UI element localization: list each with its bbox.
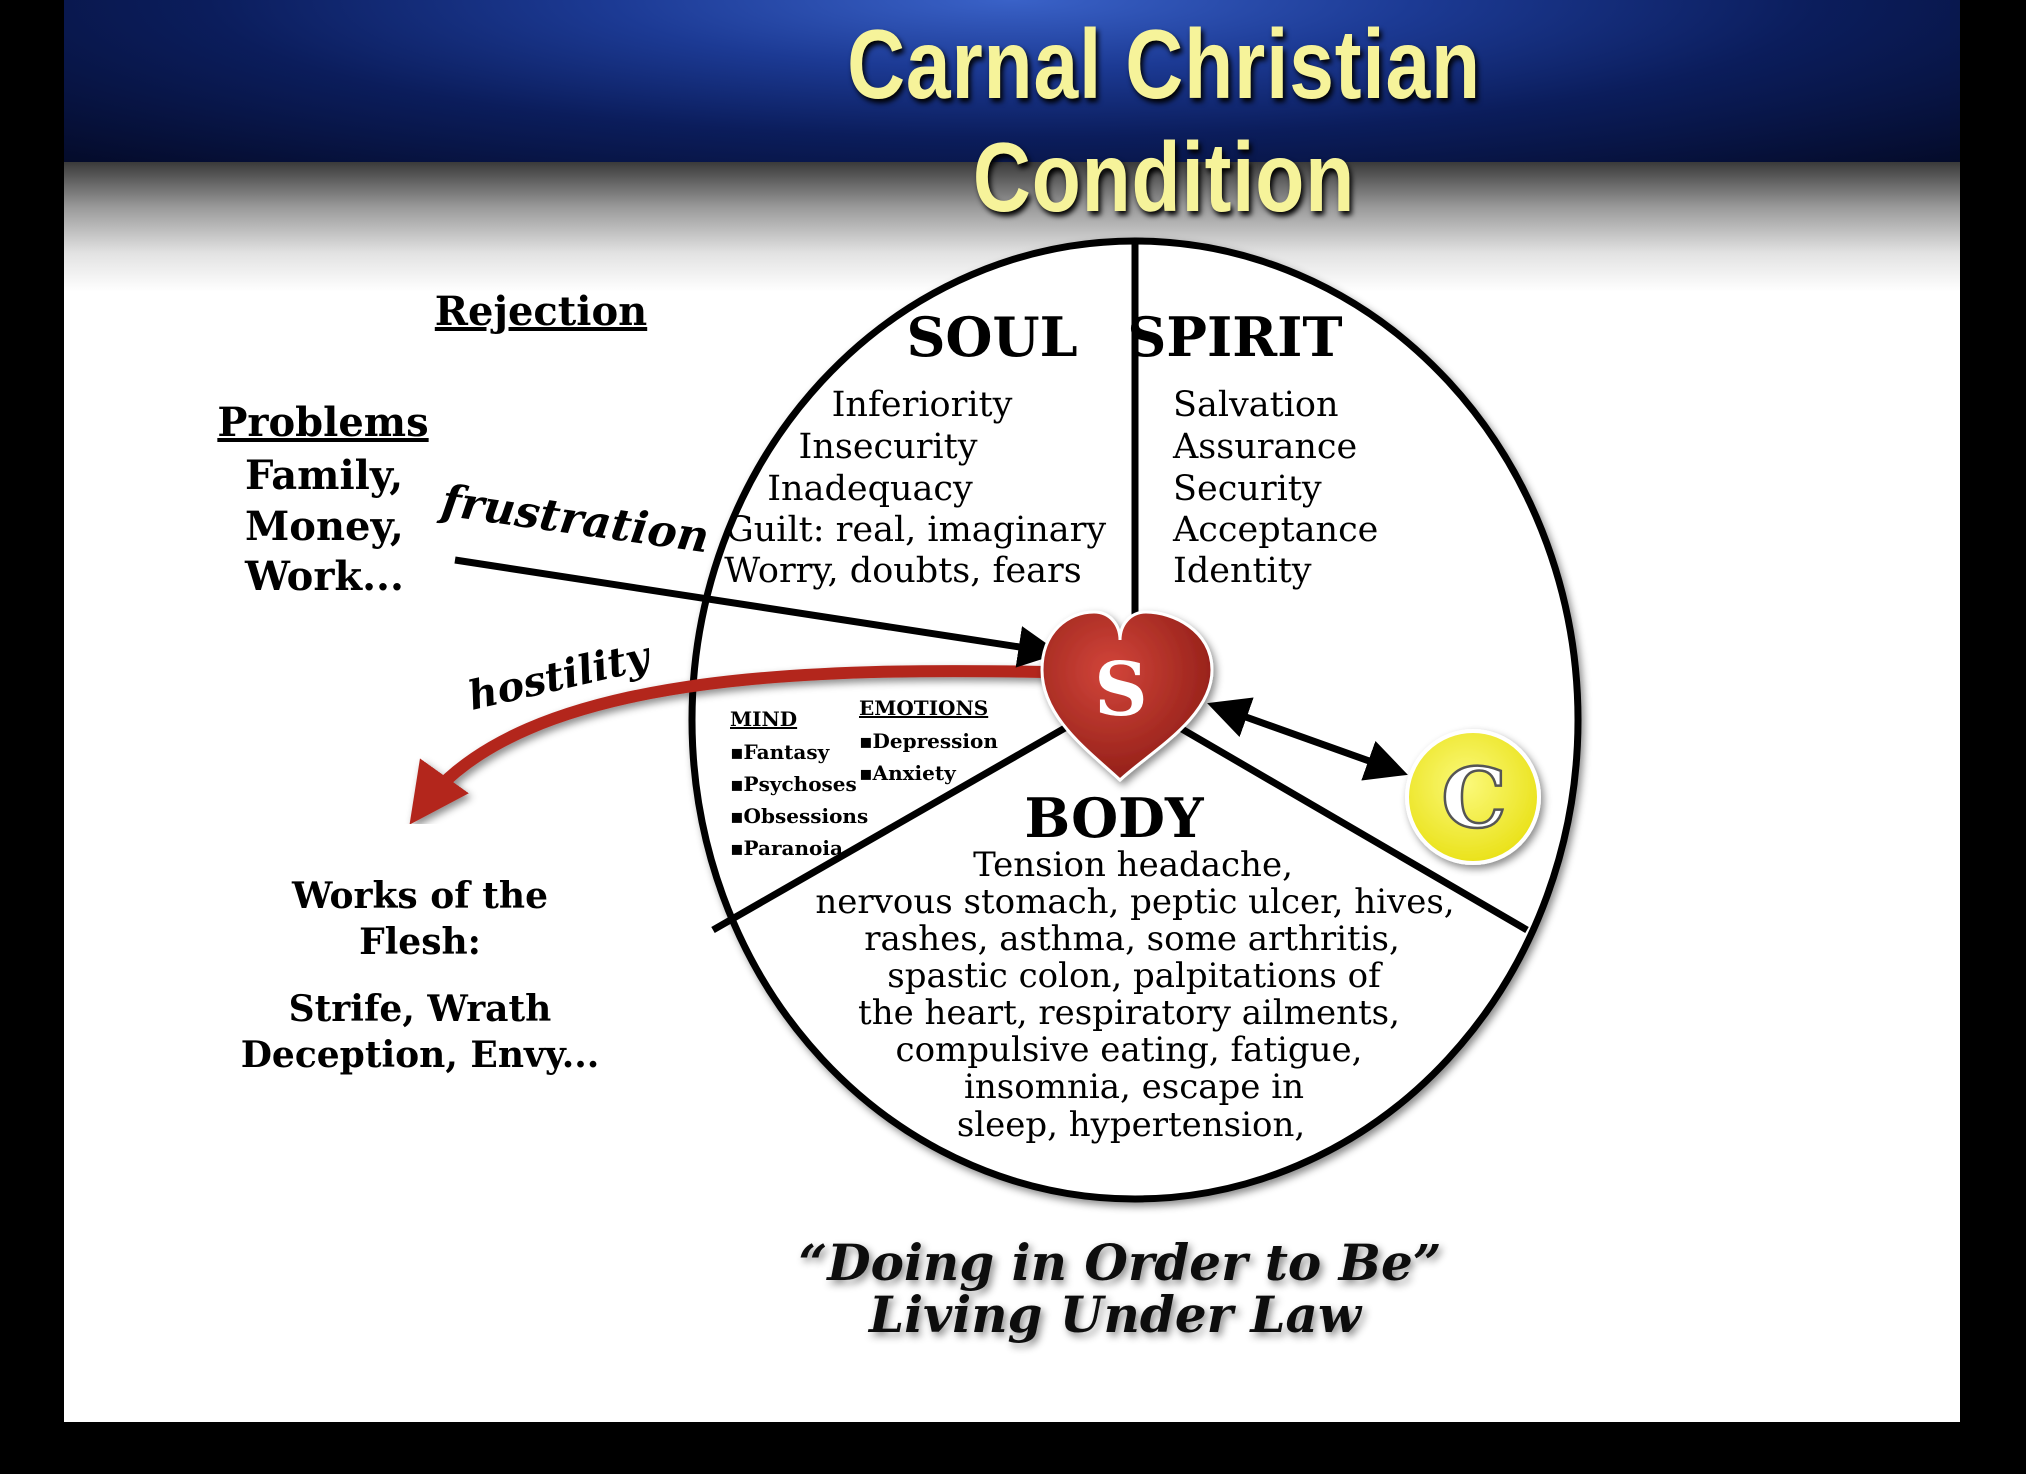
soul-item: Inferiority bbox=[832, 385, 1013, 425]
footer-line-1: “Doing in Order to Be” bbox=[798, 1233, 1441, 1292]
soul-item: Guilt: real, imaginary bbox=[726, 510, 1107, 550]
spirit-item: Acceptance bbox=[1172, 510, 1378, 550]
body-line: nervous stomach, peptic ulcer, hives, bbox=[815, 882, 1454, 922]
slide: Carnal Christian Condition bbox=[64, 0, 1960, 1422]
emotions-item: ▪Depression bbox=[859, 729, 998, 753]
spirit-label: SPIRIT bbox=[1127, 305, 1342, 369]
heart-letter: S bbox=[1094, 647, 1147, 733]
rejection-label: Rejection bbox=[435, 288, 647, 335]
slide-title: Carnal Christian Condition bbox=[847, 9, 1481, 232]
frustration-arrow bbox=[454, 556, 1061, 668]
soul-item: Worry, doubts, fears bbox=[724, 551, 1081, 591]
mind-list: ▪Fantasy ▪Psychoses ▪Obsessions ▪Paranoi… bbox=[730, 740, 868, 860]
body-label: BODY bbox=[1024, 786, 1205, 850]
body-line: Tension headache, bbox=[973, 845, 1293, 885]
body-line: spastic colon, palpitations of bbox=[887, 956, 1383, 996]
emotions-label: EMOTIONS bbox=[859, 696, 988, 720]
divider-mind-body bbox=[711, 724, 1067, 934]
header-banner bbox=[64, 0, 1960, 162]
body-line: insomnia, escape in bbox=[964, 1067, 1304, 1107]
mind-item: ▪Fantasy bbox=[730, 740, 831, 764]
christ-letter: C bbox=[1441, 751, 1506, 847]
problem-item: Family, bbox=[245, 452, 403, 499]
problems-list: Family, Money, Work... bbox=[244, 452, 404, 600]
body-line: the heart, respiratory ailments, bbox=[858, 993, 1400, 1033]
emotions-item: ▪Anxiety bbox=[859, 761, 957, 785]
heart-christ-double-arrow bbox=[1207, 697, 1408, 781]
footer-caption: “Doing in Order to Be” Living Under Law bbox=[798, 1233, 1441, 1344]
spirit-item: Security bbox=[1173, 469, 1322, 509]
hostility-label: hostility bbox=[464, 632, 657, 720]
mind-item: ▪Obsessions bbox=[730, 804, 868, 828]
frustration-label: frustration bbox=[435, 475, 712, 563]
soul-item: Inadequacy bbox=[767, 469, 973, 509]
works-item: Deception, Envy... bbox=[241, 1034, 600, 1076]
spirit-item: Identity bbox=[1173, 551, 1312, 591]
spirit-list: Salvation Assurance Security Acceptance … bbox=[1172, 385, 1378, 591]
soul-label: SOUL bbox=[906, 305, 1077, 369]
footer-line-2: Living Under Law bbox=[867, 1285, 1363, 1344]
body-line: compulsive eating, fatigue, bbox=[896, 1030, 1363, 1070]
spirit-item: Salvation bbox=[1173, 385, 1339, 425]
mind-label: MIND bbox=[730, 707, 797, 731]
body-line: sleep, hypertension, bbox=[957, 1105, 1305, 1145]
works-of-flesh: Works of the Flesh: Strife, Wrath Decept… bbox=[241, 875, 600, 1076]
spirit-item: Assurance bbox=[1172, 427, 1357, 467]
hostility-arrow bbox=[409, 665, 1051, 825]
problems-heading: Problems bbox=[217, 399, 428, 446]
works-heading-line: Works of the bbox=[291, 875, 548, 917]
body-symptom-list: Tension headache, nervous stomach, pepti… bbox=[815, 845, 1454, 1145]
soul-item: Insecurity bbox=[799, 427, 978, 467]
soul-list: Inferiority Insecurity Inadequacy Guilt:… bbox=[724, 385, 1106, 591]
emotions-list: ▪Depression ▪Anxiety bbox=[859, 729, 998, 785]
mind-item: ▪Psychoses bbox=[730, 772, 857, 796]
works-heading-line: Flesh: bbox=[359, 921, 481, 963]
problem-item: Work... bbox=[244, 553, 404, 600]
mind-item: ▪Paranoia bbox=[730, 836, 843, 860]
christ-circle bbox=[1405, 729, 1541, 865]
works-item: Strife, Wrath bbox=[289, 988, 552, 1030]
body-line: rashes, asthma, some arthritis, bbox=[864, 919, 1400, 959]
heart-icon bbox=[1040, 610, 1214, 783]
problem-item: Money, bbox=[245, 503, 404, 550]
